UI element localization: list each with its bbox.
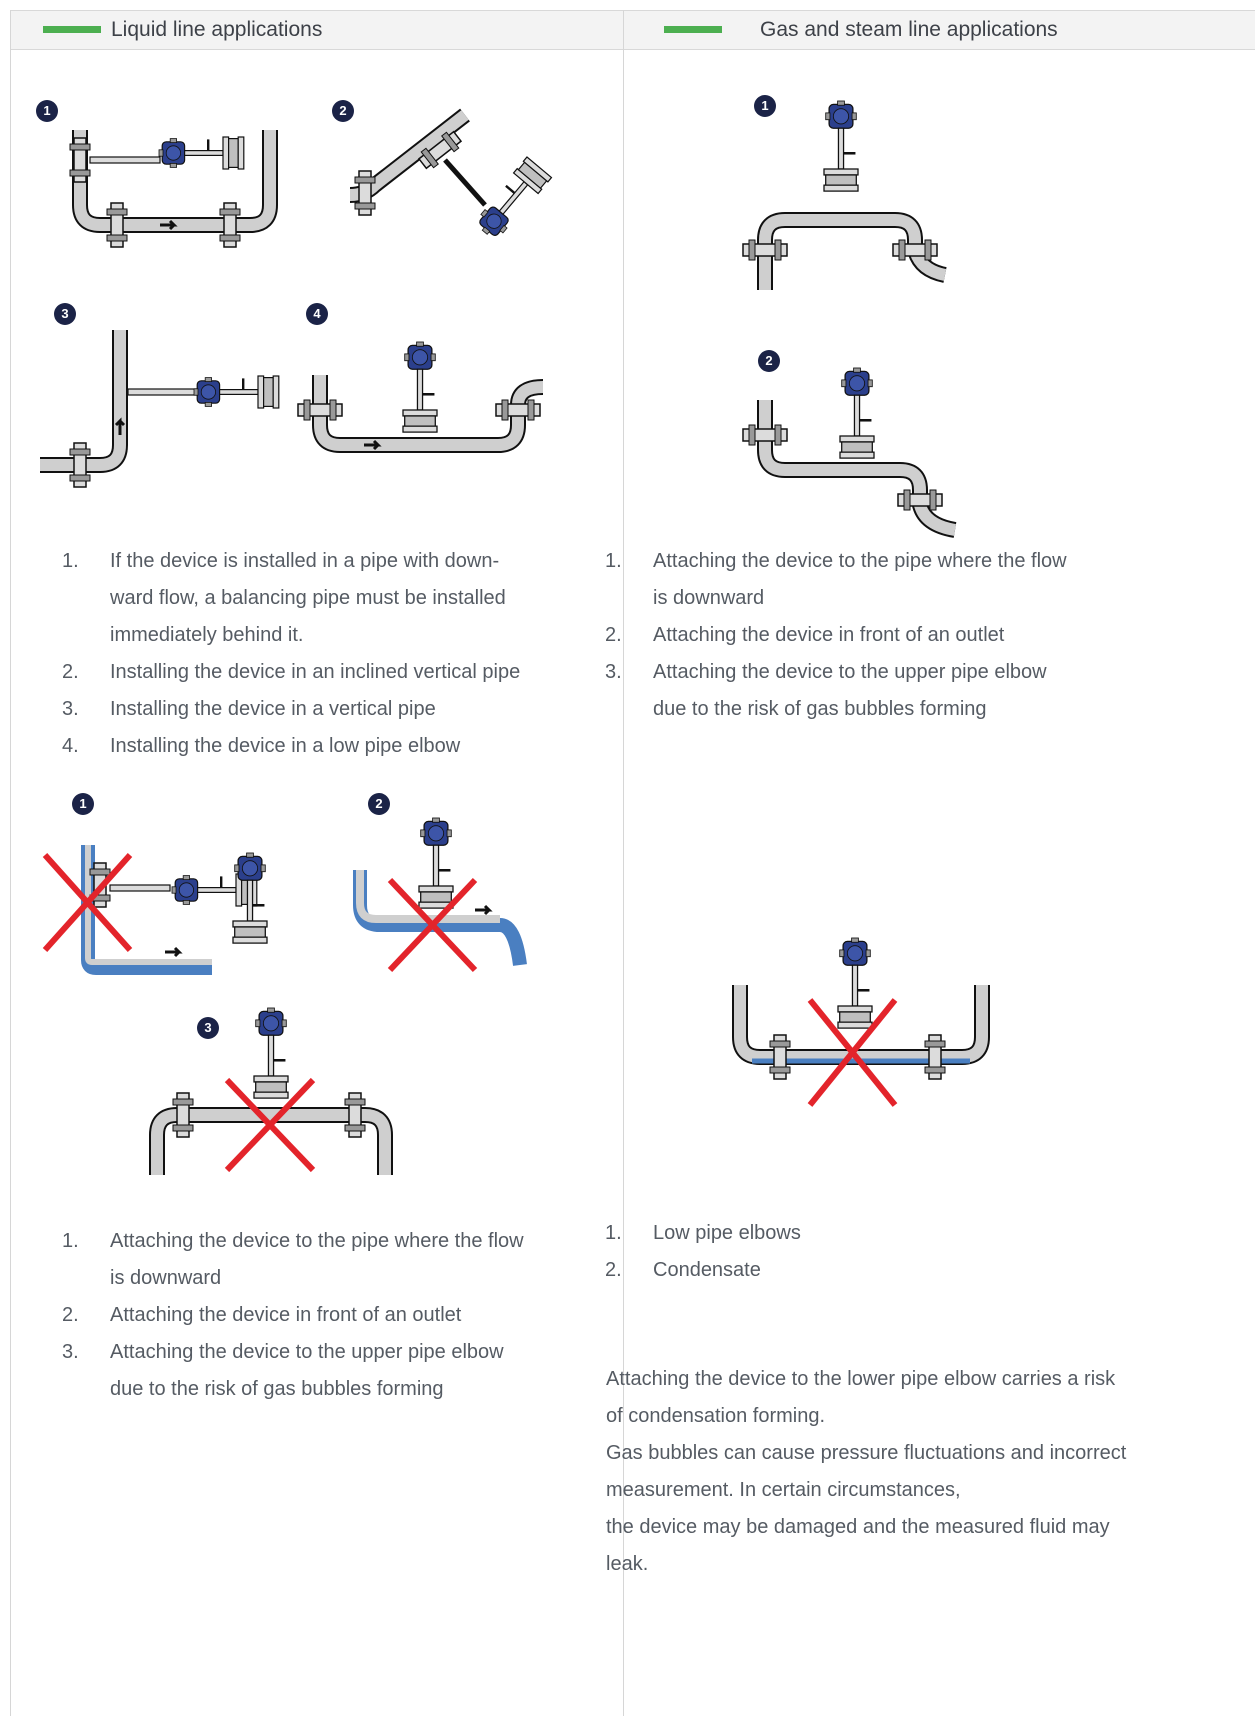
list-item-text: Attaching the device to the upper pipe e… — [110, 1341, 504, 1363]
note-line: Gas bubbles can cause pressure fluctuati… — [606, 1442, 1127, 1464]
list-item: due to the risk of gas bubbles forming — [605, 691, 1085, 728]
list-item-text: Installing the device in a low pipe elbo… — [110, 735, 461, 757]
list-item-text: Installing the device in an inclined ver… — [110, 661, 521, 683]
badge-2: 2 — [332, 100, 354, 122]
list-item-number: 3. — [62, 1341, 79, 1363]
accent-bar — [664, 26, 722, 33]
list-item-text: If the device is installed in a pipe wit… — [110, 550, 500, 572]
list-item: 1. If the device is installed in a pipe w… — [62, 543, 532, 580]
diagram-liquid-downward-wrong — [42, 845, 268, 975]
list-item: 2. Attaching the device in front of an o… — [62, 1297, 532, 1334]
liquid-correct-list: 1. If the device is installed in a pipe w… — [62, 543, 532, 765]
badge-3: 3 — [197, 1017, 219, 1039]
diagram-liquid-low-elbow — [297, 341, 544, 453]
list-item-number: 1. — [62, 550, 79, 572]
badge-1: 1 — [754, 95, 776, 117]
list-item: ward flow, a balancing pipe must be inst… — [62, 580, 532, 617]
diagram-gas-lower-outlet — [742, 367, 957, 538]
list-item-text: is downward — [110, 1267, 222, 1289]
diagram-liquid-upper-elbow-wrong — [149, 1007, 393, 1175]
diagram-gas-low-elbow-wrong — [732, 937, 990, 1107]
list-item: 2. Condensate — [605, 1252, 1085, 1289]
list-item: 3. Attaching the device to the upper pip… — [62, 1334, 532, 1371]
note-line: the device may be damaged and the measur… — [606, 1516, 1110, 1538]
list-item: immediately behind it. — [62, 617, 532, 654]
list-item-number: 3. — [62, 698, 79, 720]
note-line: measurement. In certain circumstances, — [606, 1479, 961, 1501]
liquid-section-title: Liquid line applications — [111, 18, 323, 41]
list-item-number: 1. — [62, 1230, 79, 1252]
accent-bar — [43, 26, 101, 33]
badge-1: 1 — [72, 793, 94, 815]
list-item-number: 3. — [605, 661, 622, 683]
badge-3: 3 — [54, 303, 76, 325]
list-item: 2. Attaching the device in front of an ou… — [605, 617, 1085, 654]
list-item-number: 1. — [605, 550, 622, 572]
list-item: 4. Installing the device in a low pipe el… — [62, 728, 532, 765]
list-item: is downward — [62, 1260, 532, 1297]
list-item-number: 2. — [605, 624, 622, 646]
list-item-text: Low pipe elbows — [653, 1222, 801, 1244]
liquid-wrong-list: 1. Attaching the device to the pipe where… — [62, 1223, 532, 1408]
list-item-text: due to the risk of gas bubbles forming — [653, 698, 987, 720]
diagram-gas-upper-pipe — [742, 100, 947, 290]
badge-4: 4 — [306, 303, 328, 325]
badge-2: 2 — [758, 350, 780, 372]
list-item-text: ward flow, a balancing pipe must be inst… — [110, 587, 506, 609]
list-item: 1. Attaching the device to the pipe where… — [605, 543, 1085, 580]
list-item: 1. Low pipe elbows — [605, 1215, 1085, 1252]
list-item-text: Attaching the device to the pipe where t… — [653, 550, 1067, 572]
list-item-text: Attaching the device in front of an outl… — [110, 1304, 462, 1326]
badge-1: 1 — [36, 100, 58, 122]
column-divider — [623, 10, 624, 1716]
list-item: due to the risk of gas bubbles forming — [62, 1371, 532, 1408]
list-item-text: Installing the device in a vertical pipe — [110, 698, 436, 720]
list-item-text: Condensate — [653, 1259, 761, 1281]
diagram-liquid-outlet-wrong — [353, 817, 527, 973]
liquid-section-header: Liquid line applications — [10, 10, 623, 50]
list-item-number: 2. — [62, 661, 79, 683]
list-item: is downward — [605, 580, 1085, 617]
list-item-text: is downward — [653, 587, 765, 609]
gas-section-title: Gas and steam line applications — [760, 18, 1058, 41]
list-item-text: Attaching the device to the pipe where t… — [110, 1230, 524, 1252]
note-line: of condensation forming. — [606, 1405, 826, 1427]
note-line: leak. — [606, 1553, 649, 1575]
list-item: 1. Attaching the device to the pipe where… — [62, 1223, 532, 1260]
list-item-text: immediately behind it. — [110, 624, 304, 646]
list-item: 3. Attaching the device to the upper pipe… — [605, 654, 1085, 691]
diagram-liquid-vertical-pipe — [40, 330, 280, 488]
badge-2: 2 — [368, 793, 390, 815]
list-item: 3. Installing the device in a vertical pi… — [62, 691, 532, 728]
gas-note-paragraph: Attaching the device to the lower pipe e… — [606, 1361, 1146, 1583]
list-item-text: Attaching the device in front of an outl… — [653, 624, 1005, 646]
list-item-text: due to the risk of gas bubbles forming — [110, 1378, 444, 1400]
gas-section-header: Gas and steam line applications — [624, 10, 1255, 50]
gas-wrong-list: 1. Low pipe elbows 2. Condensate — [605, 1215, 1085, 1289]
list-item-number: 2. — [605, 1259, 622, 1281]
note-line: Attaching the device to the lower pipe e… — [606, 1368, 1116, 1390]
gas-correct-list: 1. Attaching the device to the pipe where… — [605, 543, 1085, 728]
diagram-liquid-u-pipe — [69, 130, 278, 248]
list-item: 2. Installing the device in an inclined v… — [62, 654, 532, 691]
list-item-number: 1. — [605, 1222, 622, 1244]
diagram-liquid-inclined-pipe — [349, 108, 553, 244]
left-border — [10, 10, 11, 1716]
list-item-text: Attaching the device to the upper pipe e… — [653, 661, 1047, 683]
list-item-number: 2. — [62, 1304, 79, 1326]
list-item-number: 4. — [62, 735, 79, 757]
